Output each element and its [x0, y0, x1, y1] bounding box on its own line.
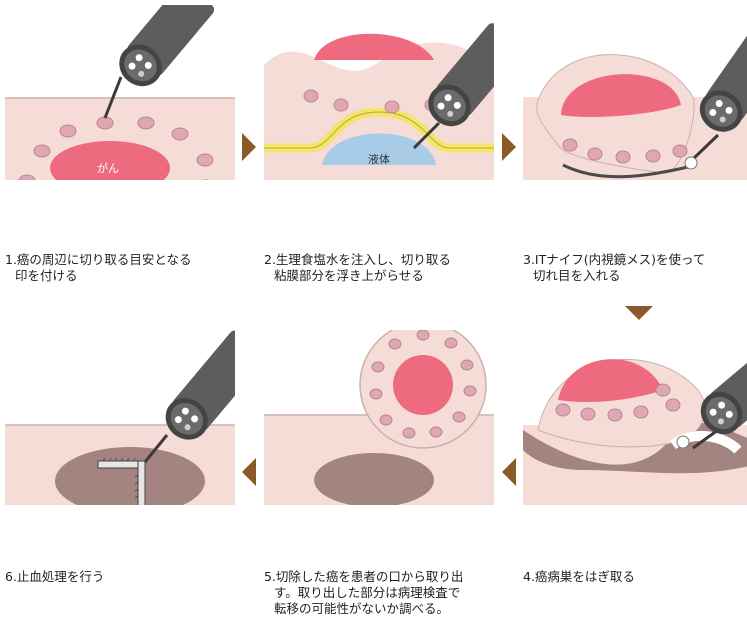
- step-1-caption-line-2: 印を付ける: [5, 268, 243, 284]
- step-3-caption-line-1: 3.ITナイフ(内視鏡メス)を使って: [523, 252, 745, 268]
- step-2-label: 液体: [368, 151, 390, 167]
- arrow-right-1-icon: [242, 133, 256, 161]
- step-2-caption-line-1: 2.生理食塩水を注入し、切り取る: [264, 252, 502, 268]
- step-2-caption-line-2: 粘膜部分を浮き上がらせる: [264, 268, 502, 284]
- step-5-caption-line-1: 5.切除した癌を患者の口から取り出: [264, 569, 502, 585]
- step-5-caption: 5.切除した癌を患者の口から取り出 す。取り出した部分は病理検査で 転移の可能性…: [264, 569, 502, 617]
- step-6-illustration: [5, 330, 235, 505]
- step-4-illustration: [523, 330, 747, 505]
- step-3-illustration: [523, 5, 747, 180]
- step-6-caption-line-1: 6.止血処理を行う: [5, 569, 243, 585]
- step-4-caption-line-1: 4.癌病巣をはぎ取る: [523, 569, 747, 585]
- arrow-right-2-icon: [502, 133, 516, 161]
- step-4-caption: 4.癌病巣をはぎ取る: [523, 569, 747, 585]
- step-5-caption-line-3: 転移の可能性がないか調べる。: [264, 601, 502, 617]
- step-3-caption: 3.ITナイフ(内視鏡メス)を使って 切れ目を入れる: [523, 252, 745, 284]
- arrow-down-icon: [625, 306, 653, 320]
- step-5-illustration: [264, 330, 494, 505]
- step-1-caption: 1.癌の周辺に切り取る目安となる 印を付ける: [5, 252, 243, 284]
- arrow-left-1-icon: [502, 458, 516, 486]
- step-6-caption: 6.止血処理を行う: [5, 569, 243, 585]
- step-2-caption: 2.生理食塩水を注入し、切り取る 粘膜部分を浮き上がらせる: [264, 252, 502, 284]
- step-5-caption-line-2: す。取り出した部分は病理検査で: [264, 585, 502, 601]
- step-1-label: がん: [97, 160, 119, 176]
- step-1-caption-line-1: 1.癌の周辺に切り取る目安となる: [5, 252, 243, 268]
- step-3-caption-line-2: 切れ目を入れる: [523, 268, 745, 284]
- step-1-illustration: [5, 5, 235, 180]
- arrow-left-2-icon: [242, 458, 256, 486]
